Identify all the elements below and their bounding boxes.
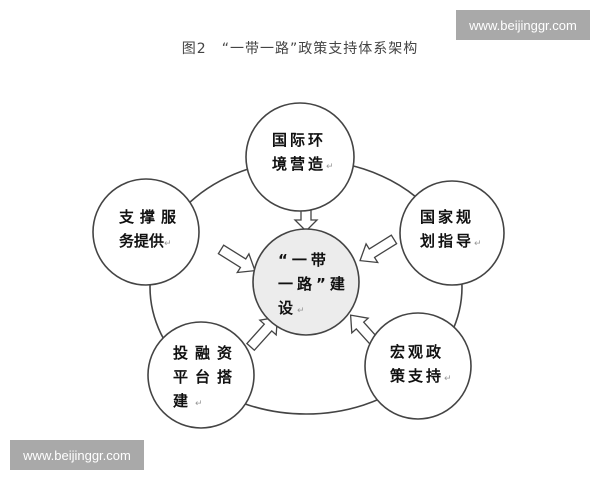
node-bottom-left-circle bbox=[147, 321, 255, 429]
node-bottom-right-label: 宏观政 策支持↵ bbox=[390, 343, 452, 385]
node-left-circle bbox=[92, 178, 200, 286]
node-left-label: 支撑服 务提供↵ bbox=[119, 208, 183, 250]
arrow-left-icon bbox=[359, 234, 398, 264]
watermark-bottom: www.beijinggr.com bbox=[10, 440, 144, 470]
node-bottom-left-label: 投融资 平台搭 建↵ bbox=[173, 344, 240, 410]
figure-title: 图2 “一带一路”政策支持体系架构 bbox=[181, 41, 419, 57]
center-circle bbox=[252, 228, 360, 336]
arrow-right-icon bbox=[217, 244, 256, 274]
center-label: “一带 一路”建 设↵ bbox=[278, 251, 349, 317]
node-top-circle bbox=[245, 102, 355, 212]
node-right-label: 国家规 划指导↵ bbox=[420, 208, 482, 250]
node-right-circle bbox=[399, 180, 505, 286]
watermark-top: www.beijinggr.com bbox=[456, 10, 590, 40]
node-bottom-right-circle bbox=[364, 312, 472, 420]
node-top-label: 国际环 境营造↵ bbox=[272, 131, 334, 173]
